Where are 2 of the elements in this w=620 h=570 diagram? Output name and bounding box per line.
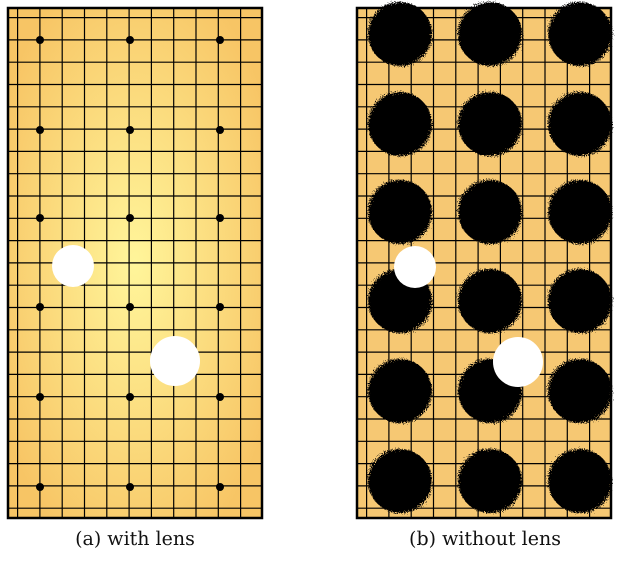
figure-caption: (a) with lens xyxy=(74,528,196,550)
figure-caption: (b) without lens xyxy=(408,528,562,550)
